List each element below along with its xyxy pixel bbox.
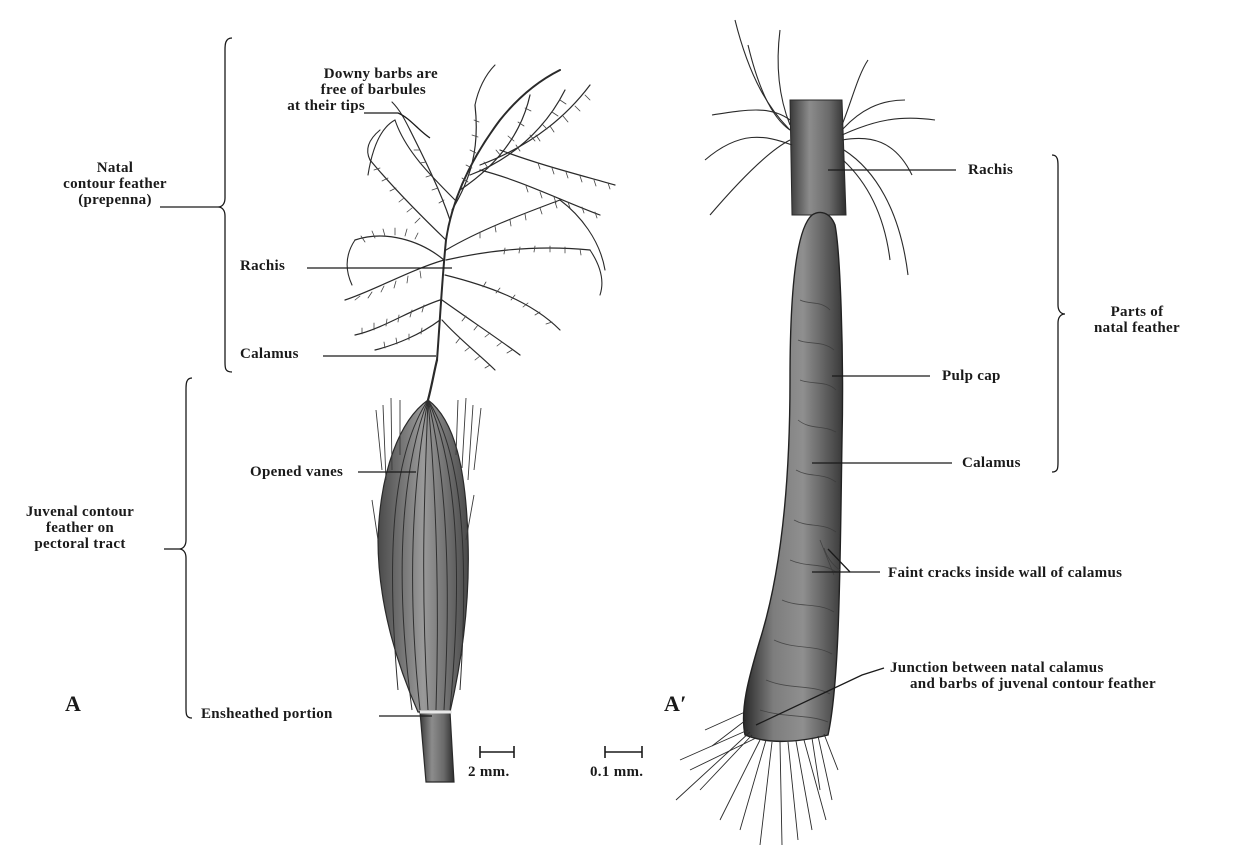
calamus-label-a-prime: Calamus — [962, 455, 1021, 471]
juvenal-feather-drawing — [372, 398, 481, 782]
parts-of-natal-feather-line-2: natal feather — [1072, 320, 1202, 336]
panel-a-letter: A — [65, 693, 81, 715]
pulp-cap-label: Pulp cap — [942, 368, 1001, 384]
juvenal-contour-feather-line-3: pectoral tract — [0, 536, 160, 552]
junction-line-2: and barbs of juvenal contour feather — [910, 676, 1156, 692]
junction-line-1: Junction between natal calamus — [890, 660, 1156, 676]
natal-contour-feather-line-3: (prepenna) — [60, 192, 170, 208]
junction-label: Junction between natal calamus and barbs… — [890, 660, 1156, 692]
rachis-label-a: Rachis — [240, 258, 285, 274]
natal-contour-feather-label: Natal contour feather (prepenna) — [60, 160, 170, 208]
scale-bar-a-prime-label: 0.1 mm. — [590, 764, 643, 780]
downy-barbs-line-2: free of barbules — [250, 82, 426, 98]
rachis-label-a-prime: Rachis — [968, 162, 1013, 178]
natal-feather-drawing — [345, 65, 615, 400]
faint-cracks-label: Faint cracks inside wall of calamus — [888, 565, 1122, 581]
juvenal-contour-feather-label: Juvenal contour feather on pectoral trac… — [0, 504, 160, 552]
juvenal-contour-feather-line-2: feather on — [0, 520, 160, 536]
opened-vanes-label: Opened vanes — [250, 464, 343, 480]
downy-barbs-label: Downy barbs are free of barbules at thei… — [250, 66, 450, 114]
magnified-calamus-drawing — [676, 20, 935, 845]
natal-contour-feather-line-2: contour feather — [60, 176, 170, 192]
scale-bar-a-label: 2 mm. — [468, 764, 510, 780]
parts-of-natal-feather-label: Parts of natal feather — [1072, 304, 1202, 336]
panel-a-prime-letter: A′ — [664, 693, 687, 715]
ensheathed-portion-label: Ensheathed portion — [201, 706, 333, 722]
juvenal-contour-feather-line-1: Juvenal contour — [0, 504, 160, 520]
downy-barbs-line-1: Downy barbs are — [250, 66, 438, 82]
downy-barbs-line-3: at their tips — [250, 98, 365, 114]
calamus-label-a: Calamus — [240, 346, 299, 362]
scale-bars — [480, 746, 642, 758]
leader-lines — [160, 38, 1065, 725]
parts-of-natal-feather-line-1: Parts of — [1072, 304, 1202, 320]
natal-contour-feather-line-1: Natal — [60, 160, 170, 176]
